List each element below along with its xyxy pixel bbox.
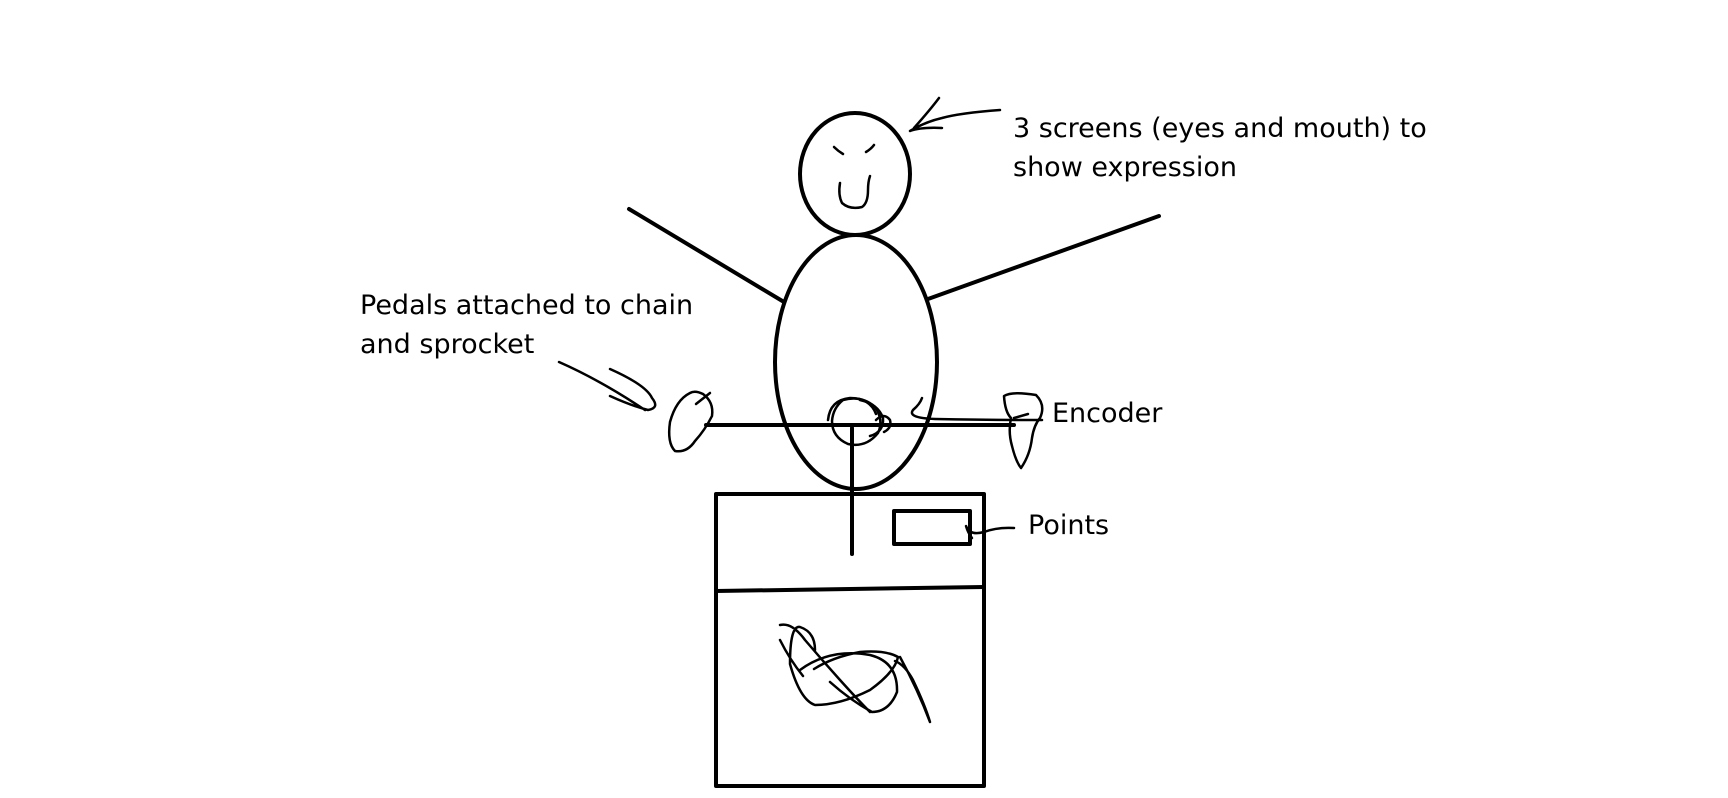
encoder-arrow xyxy=(910,396,1044,422)
right-arm xyxy=(926,214,1161,301)
points-display xyxy=(892,509,972,546)
points-arrow xyxy=(964,524,1016,540)
robot-head xyxy=(798,111,912,237)
sprocket xyxy=(826,396,892,447)
pedals-annotation-line2: and sprocket xyxy=(360,329,535,360)
right-pedal xyxy=(1002,392,1044,470)
pedals-annotation: Pedals attached to chain and sprocket xyxy=(360,286,693,364)
pedals-arrow xyxy=(557,360,657,412)
screens-annotation-line2: show expression xyxy=(1013,152,1238,183)
screens-annotation-line1: 3 screens (eyes and mouth) to xyxy=(1013,113,1427,144)
points-annotation: Points xyxy=(1028,510,1110,541)
screens-arrow xyxy=(908,96,1002,133)
screens-annotation: 3 screens (eyes and mouth) to show expre… xyxy=(1013,109,1427,187)
box-mechanism-scribble xyxy=(778,623,932,724)
left-pedal xyxy=(667,390,714,453)
pedals-annotation-line1: Pedals attached to chain xyxy=(360,290,694,321)
left-arm xyxy=(627,207,786,304)
base-box xyxy=(714,492,986,788)
left-eye-screen xyxy=(832,145,845,156)
robot-body xyxy=(773,233,939,491)
right-eye-screen xyxy=(864,143,876,154)
encoder-annotation: Encoder xyxy=(1052,398,1163,429)
mouth-screen xyxy=(838,174,872,210)
